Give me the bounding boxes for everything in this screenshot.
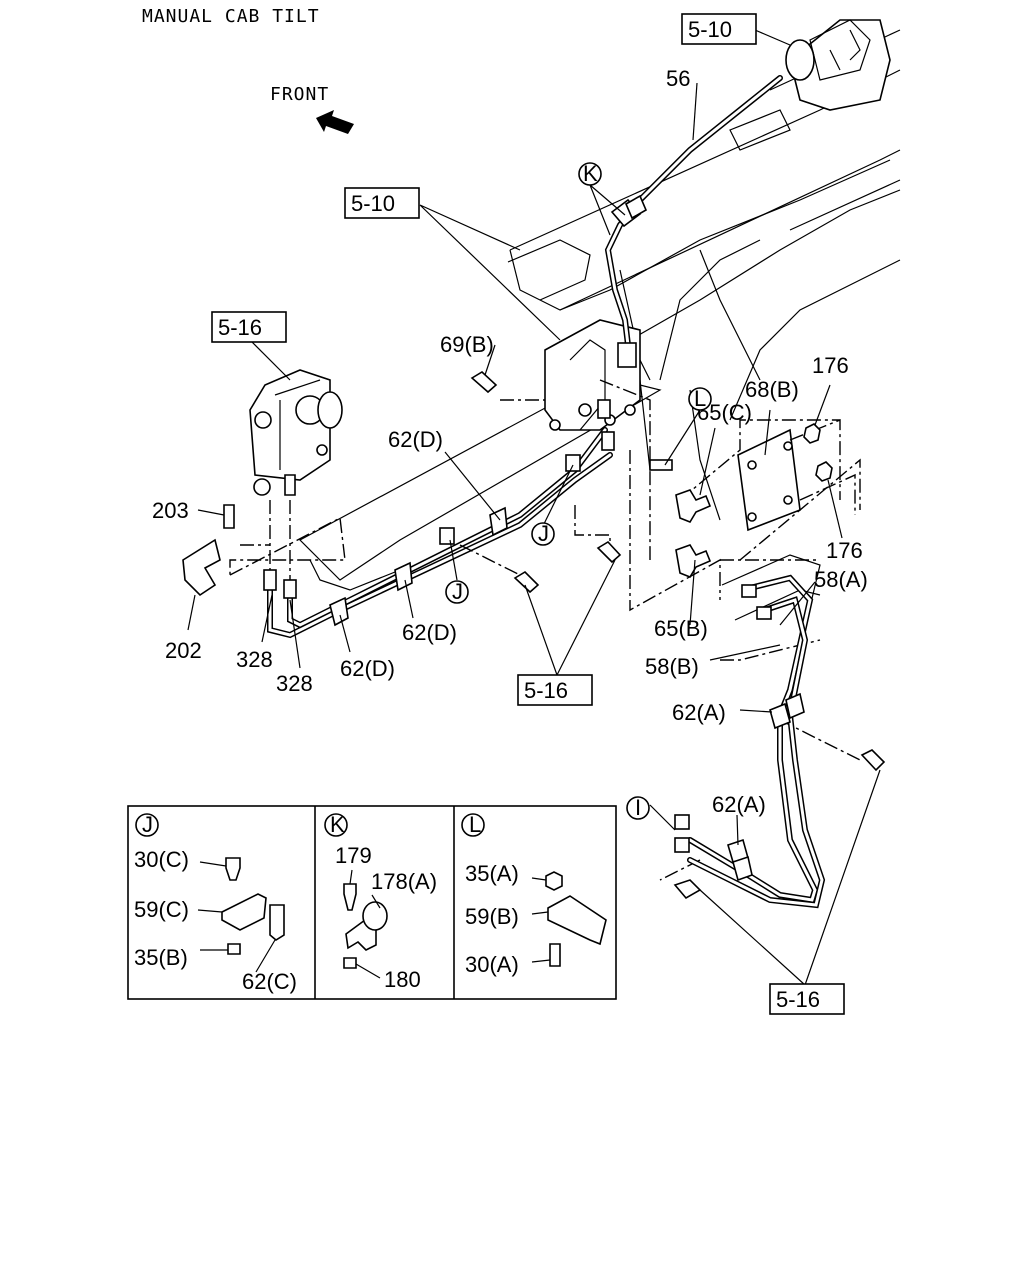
svg-text:5-10: 5-10 — [688, 17, 732, 42]
marker-j-lower: J — [445, 579, 469, 604]
svg-text:L: L — [469, 812, 481, 837]
callout-58b: 58(B) — [645, 654, 699, 679]
diagram-title: MANUAL CAB TILT — [142, 6, 320, 27]
front-arrow-icon — [316, 110, 354, 134]
bolts — [223, 371, 886, 772]
panel-j-label-2: 59(C) — [134, 897, 189, 922]
callout-68b: 68(B) — [745, 377, 799, 402]
callout-62d-left: 62(D) — [340, 656, 395, 681]
svg-text:5-10: 5-10 — [351, 191, 395, 216]
panel-l-label-1: 35(A) — [465, 861, 519, 886]
marker-k: K — [578, 161, 602, 186]
callout-62a-lower: 62(A) — [712, 792, 766, 817]
marker-i: I — [626, 795, 650, 820]
svg-text:5-16: 5-16 — [776, 987, 820, 1012]
callout-leaders — [187, 29, 881, 986]
callout-58a: 58(A) — [814, 567, 868, 592]
svg-text:I: I — [635, 795, 641, 820]
marker-j-upper: J — [531, 521, 555, 546]
callout-202: 202 — [165, 638, 202, 663]
valve-unit — [249, 369, 343, 496]
front-label: FRONT — [270, 84, 329, 105]
callout-176-top: 176 — [812, 353, 849, 378]
svg-text:K: K — [330, 812, 345, 837]
detail-panel-j: J 30(C) 59(C) 35(B) 62(C) — [134, 812, 297, 994]
panel-k-label-3: 180 — [384, 967, 421, 992]
callout-62d-upper: 62(D) — [388, 427, 443, 452]
detail-panel-k: K 179 178(A) 180 — [324, 812, 437, 992]
svg-text:J: J — [452, 579, 463, 604]
ref-box-5-16-left: 5-16 — [211, 311, 287, 343]
callout-69b: 69(B) — [440, 332, 494, 357]
panel-j-label-3: 35(B) — [134, 945, 188, 970]
callout-328-b: 328 — [276, 671, 313, 696]
panel-k-label-1: 179 — [335, 843, 372, 868]
panel-l-label-3: 30(A) — [465, 952, 519, 977]
fittings-65 — [649, 459, 712, 578]
chassis-frame — [507, 19, 901, 521]
callout-65b: 65(B) — [654, 616, 708, 641]
callout-62a-upper: 62(A) — [672, 700, 726, 725]
bracket-202 — [182, 538, 221, 597]
svg-text:J: J — [538, 521, 549, 546]
panel-l-label-2: 59(B) — [465, 904, 519, 929]
detail-panel-l: L 35(A) 59(B) 30(A) — [461, 812, 607, 977]
marker-l: L — [688, 386, 712, 411]
pipes-58 — [673, 554, 826, 909]
ref-box-5-16-right: 5-16 — [769, 983, 845, 1015]
pipes-328 — [263, 399, 615, 639]
ref-box-5-10-top: 5-10 — [681, 13, 757, 45]
ref-box-5-16-center: 5-16 — [517, 674, 593, 706]
callout-203: 203 — [152, 498, 189, 523]
panel-k-label-2: 178(A) — [371, 869, 437, 894]
panel-j-label-4: 62(C) — [242, 969, 297, 994]
callout-56: 56 — [666, 66, 690, 91]
ref-box-5-10-mid: 5-10 — [344, 187, 420, 219]
panel-j-label-1: 30(C) — [134, 847, 189, 872]
plate-68b — [737, 418, 856, 532]
cable-56 — [604, 75, 783, 368]
svg-text:5-16: 5-16 — [524, 678, 568, 703]
svg-text:5-16: 5-16 — [218, 315, 262, 340]
callout-328-a: 328 — [236, 647, 273, 672]
svg-text:K: K — [583, 161, 598, 186]
svg-text:J: J — [142, 812, 153, 837]
callout-176-bottom: 176 — [826, 538, 863, 563]
callout-62d-lower: 62(D) — [402, 620, 457, 645]
svg-text:L: L — [694, 386, 706, 411]
